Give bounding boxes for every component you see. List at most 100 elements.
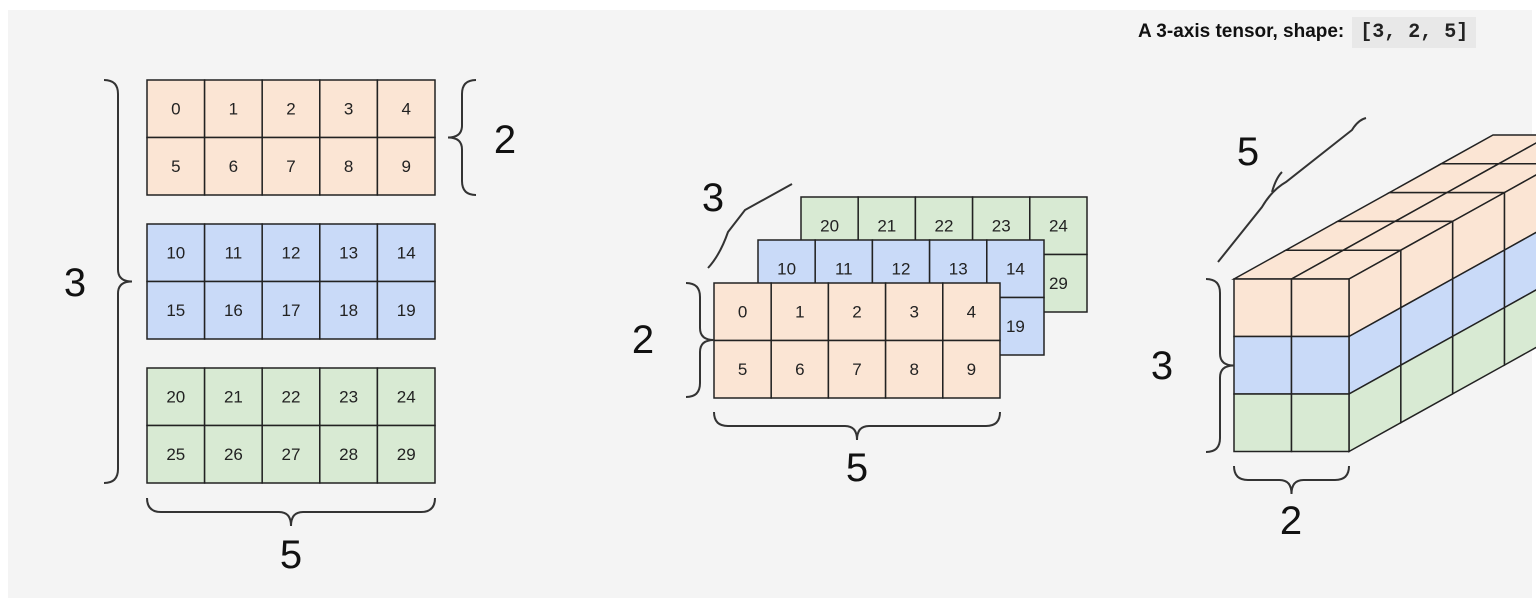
tensor-cell	[203, 223, 263, 283]
width-label: 2	[1280, 499, 1302, 543]
tensor-cell	[146, 136, 206, 196]
cell-value: 24	[1049, 216, 1068, 235]
cell-value: 13	[339, 243, 358, 262]
layers-label: 3	[64, 261, 86, 305]
cell-value: 21	[877, 216, 896, 235]
tensor-cell	[376, 367, 436, 427]
tensor-cell	[319, 367, 379, 427]
cube-cell	[1233, 335, 1293, 395]
cell-value: 12	[282, 243, 301, 262]
depth-brace	[1217, 117, 1367, 263]
tensor-cell	[203, 79, 263, 139]
cell-value: 10	[777, 259, 796, 278]
cube-cell	[1290, 335, 1350, 395]
cell-value: 2	[286, 99, 295, 118]
cell-value: 4	[401, 99, 410, 118]
tensor-cell	[713, 282, 772, 342]
height-label: 3	[1151, 344, 1173, 388]
cell-value: 22	[935, 216, 954, 235]
cell-value: 21	[224, 387, 243, 406]
cell-value: 23	[339, 387, 358, 406]
cell-value: 8	[344, 157, 353, 176]
tensor-cell	[376, 136, 436, 196]
cell-value: 22	[282, 387, 301, 406]
cube-cell	[1233, 278, 1293, 338]
cell-value: 6	[229, 157, 238, 176]
cell-value: 6	[795, 360, 804, 379]
cell-value: 3	[344, 99, 353, 118]
rows-label: 2	[632, 318, 654, 362]
cell-value: 13	[949, 259, 968, 278]
layers-brace	[707, 183, 793, 269]
tensor-cell	[884, 282, 944, 342]
cell-value: 20	[166, 387, 185, 406]
height-brace	[1205, 278, 1235, 453]
rows-brace	[685, 282, 715, 398]
cube-side-face	[1348, 174, 1536, 453]
cube-cell	[1290, 278, 1350, 338]
tensor-cell	[376, 280, 436, 340]
depth-label: 5	[1237, 130, 1259, 174]
cell-value: 19	[397, 301, 416, 320]
cell-value: 0	[171, 99, 180, 118]
cell-value: 7	[852, 360, 861, 379]
cube-cell	[1495, 142, 1536, 165]
tensor-cell	[376, 424, 436, 484]
cell-value: 1	[795, 302, 804, 321]
tensor-cell	[203, 424, 263, 484]
tensor-cell	[713, 339, 772, 399]
cell-value: 16	[224, 301, 243, 320]
tensor-cell	[261, 424, 321, 484]
tensor-cell	[319, 280, 379, 340]
tensor-cell	[261, 136, 321, 196]
stacked-layers-view: 2021222324252627282910111213141516171819…	[632, 176, 1088, 490]
cell-value: 1	[229, 99, 238, 118]
tensor-cell	[376, 223, 436, 283]
cube-cell	[1233, 393, 1293, 453]
depth-brace-tip	[1271, 171, 1283, 193]
tensor-cell	[376, 79, 436, 139]
cube-front-face	[1233, 278, 1350, 453]
cell-value: 8	[909, 360, 918, 379]
tensor-cell	[203, 280, 263, 340]
cell-value: 5	[738, 360, 747, 379]
cell-value: 19	[1006, 317, 1025, 336]
cell-value: 14	[1006, 259, 1025, 278]
cell-value: 11	[225, 243, 243, 262]
cols-brace	[713, 411, 1001, 441]
cell-value: 27	[282, 445, 301, 464]
cell-value: 11	[835, 259, 853, 278]
caption-text: A 3-axis tensor, shape:	[1138, 21, 1345, 42]
cell-value: 26	[224, 445, 243, 464]
layers-brace	[103, 79, 133, 484]
cols-label: 5	[280, 533, 302, 577]
cell-value: 17	[282, 301, 301, 320]
cell-value: 4	[967, 302, 976, 321]
cell-value: 10	[166, 243, 185, 262]
cell-value: 7	[286, 157, 295, 176]
tensor-cell	[319, 79, 379, 139]
tensor-cell	[261, 280, 321, 340]
cols-label: 5	[846, 446, 868, 490]
tensor-cell	[319, 223, 379, 283]
cell-value: 18	[339, 301, 358, 320]
cell-value: 9	[967, 360, 976, 379]
width-brace	[1233, 465, 1350, 495]
layers-label: 3	[702, 176, 724, 220]
cols-brace	[146, 497, 436, 527]
cell-value: 29	[397, 445, 416, 464]
rows-brace	[447, 79, 477, 196]
cell-value: 9	[401, 157, 410, 176]
cell-value: 12	[892, 259, 911, 278]
tensor-cell	[146, 367, 206, 427]
cell-value: 14	[397, 243, 416, 262]
cell-value: 29	[1049, 274, 1068, 293]
cube-cell	[1290, 393, 1350, 453]
cell-value: 3	[909, 302, 918, 321]
